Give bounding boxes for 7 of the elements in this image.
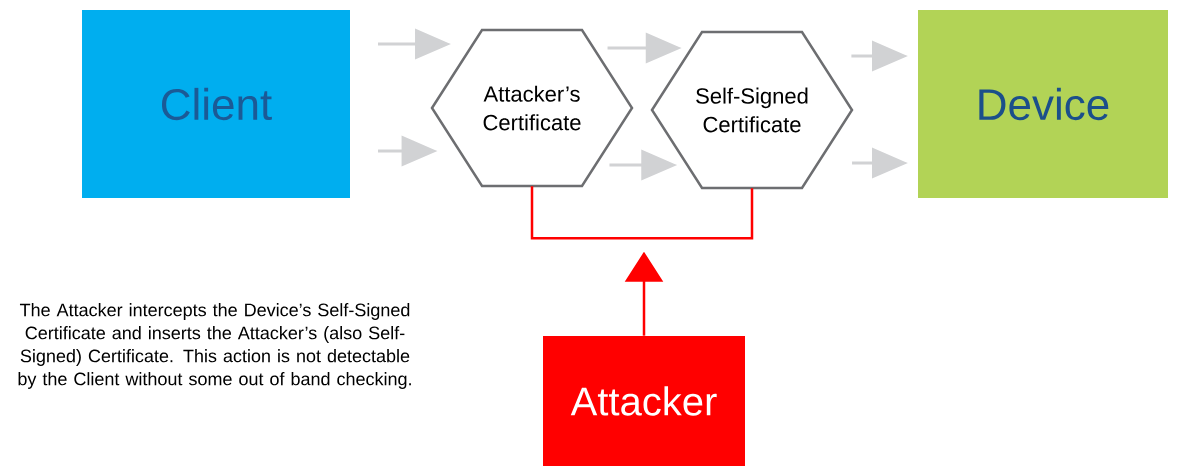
bracket-line	[530, 186, 754, 240]
hexagon: Attacker’s Certificate	[430, 28, 634, 188]
note-text: The Attacker intercepts the Device’s Self-Signed Certificate and inserts the Attacker’s (also Self-Signed) Certificate. This action is not detectable by the Client without some out of band checking.	[18, 303, 411, 389]
box: Device	[918, 10, 1168, 198]
box: Client	[82, 10, 350, 198]
box: Attacker	[543, 336, 745, 466]
hexagon: Self-Signed Certificate	[650, 30, 854, 190]
